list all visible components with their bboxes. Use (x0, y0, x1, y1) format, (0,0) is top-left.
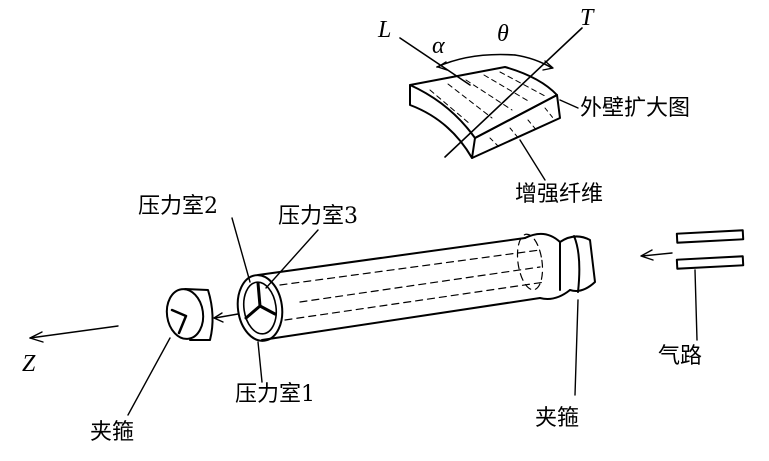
fiber-leader (519, 139, 546, 181)
assembly-arrow (213, 312, 239, 323)
T-label: T (580, 5, 594, 31)
arc-arrowhead (542, 60, 554, 71)
chamber2-label: 压力室2 (138, 194, 218, 219)
wall-enlargement-block (399, 27, 583, 181)
right-clamp-leader (574, 299, 579, 396)
right-clamp-label: 夹箍 (535, 406, 580, 431)
wall-zoom-label: 外壁扩大图 (580, 96, 691, 121)
z-axis-arrow (29, 325, 119, 343)
left-clamp (127, 288, 214, 416)
gas-path-leader (694, 269, 698, 341)
T-direction-line (444, 27, 583, 158)
theta-label: θ (497, 21, 509, 47)
left-clamp-label: 夹箍 (90, 420, 135, 445)
gas-path-label: 气路 (658, 344, 703, 369)
L-label: L (378, 17, 392, 43)
alpha-arc (436, 53, 516, 68)
z-axis-label: Z (22, 351, 36, 377)
chamber3-label: 压力室3 (278, 204, 358, 229)
chamber-partitions (242, 281, 278, 335)
theta-arc (514, 54, 553, 69)
internal-chamber-lines (279, 233, 546, 321)
pneumatic-cylinder (236, 232, 571, 342)
fiber-hatching (429, 71, 546, 125)
chamber-leaders (231, 217, 319, 383)
arc-arrowhead (437, 61, 448, 71)
right-clamp (559, 235, 596, 396)
gas-path-connector (640, 229, 745, 341)
fiber-label: 增强纤维 (515, 182, 604, 207)
L-direction-line (399, 37, 471, 86)
chamber1-label: 压力室1 (235, 382, 315, 407)
end-face-hatching (489, 107, 554, 149)
left-clamp-leader (127, 337, 171, 416)
alpha-label: α (432, 33, 445, 59)
wall-zoom-leader (559, 99, 579, 109)
